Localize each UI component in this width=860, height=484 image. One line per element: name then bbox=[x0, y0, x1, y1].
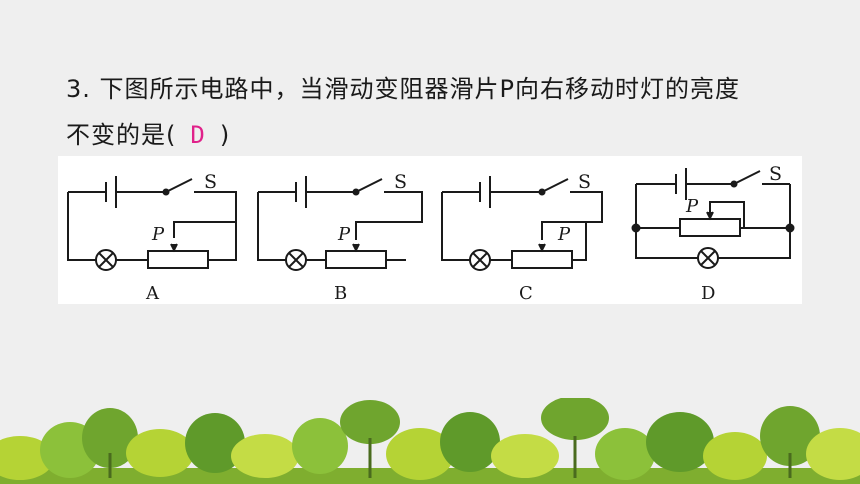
switch-label-d: S bbox=[769, 163, 782, 185]
circuit-label-d: D bbox=[701, 283, 715, 304]
question: 3. 下图所示电路中，当滑动变阻器滑片P向右移动时灯的亮度 不变的是( D) bbox=[66, 66, 836, 158]
circuit-label-b: B bbox=[334, 283, 347, 304]
question-prefix: 不变的是( bbox=[66, 121, 177, 149]
answer-text: D bbox=[190, 121, 206, 149]
circuit-b: S P B bbox=[257, 171, 423, 304]
lamp-a bbox=[95, 249, 117, 271]
tree-border-decoration bbox=[0, 398, 860, 484]
lamp-b bbox=[285, 249, 307, 271]
circuit-a-right-wire bbox=[194, 191, 237, 222]
question-line-1: 3. 下图所示电路中，当滑动变阻器滑片P向右移动时灯的亮度 bbox=[66, 75, 740, 103]
lamp-c bbox=[469, 249, 491, 271]
lamp-d bbox=[697, 247, 719, 269]
slider-label-c: P bbox=[557, 224, 571, 245]
slider-label-a: P bbox=[151, 224, 165, 245]
slider-label-d: P bbox=[685, 196, 699, 217]
slider-label-b: P bbox=[337, 224, 351, 245]
tree-band bbox=[0, 398, 860, 484]
question-line-2: 不变的是( D) bbox=[66, 112, 836, 158]
circuit-diagrams: S P A S P B S P C bbox=[58, 156, 802, 304]
circuit-label-c: C bbox=[519, 283, 533, 304]
switch-label-c: S bbox=[578, 171, 591, 193]
circuit-d: S P D bbox=[631, 163, 795, 304]
question-suffix: ) bbox=[219, 121, 231, 149]
switch-label-a: S bbox=[204, 171, 217, 193]
switch-label-b: S bbox=[394, 171, 407, 193]
circuit-c: S P C bbox=[441, 171, 603, 304]
rheostat-a bbox=[147, 250, 209, 269]
circuit-label-a: A bbox=[145, 283, 160, 304]
circuit-a: S P A bbox=[67, 171, 237, 304]
